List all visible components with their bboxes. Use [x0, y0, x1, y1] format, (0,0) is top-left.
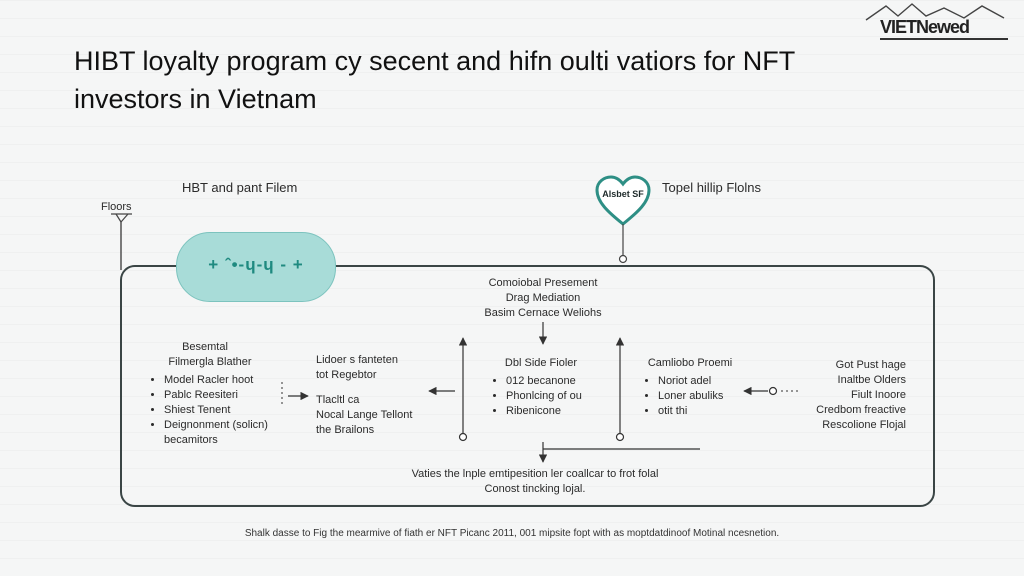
dotted-connector-left — [281, 382, 309, 406]
bottom-center-line: Conost tincking lojal. — [484, 483, 586, 495]
list-item: Loner abuliks — [658, 389, 750, 404]
logo-text: VIETNewed — [880, 17, 970, 37]
right-col-line: Inaltbe Olders — [837, 374, 906, 386]
bottom-center-line: Vaties the lnple emtipesition ler coallc… — [411, 468, 659, 480]
top-center-block: Comoiobal Presement Drag Mediation Basim… — [446, 276, 640, 321]
mid-left-block: Lidoer s fanteten tot Regebtor Tlacltl c… — [316, 353, 436, 438]
right-col-line: Credbom freactive — [816, 404, 906, 416]
right-mid-heading: Camliobo Proemi — [647, 357, 733, 369]
right-col-block: Got Pust hage Inaltbe Olders Fiult Inoor… — [796, 358, 906, 433]
right-connector — [743, 386, 798, 396]
page-title: HIBT loyalty program cy secent and hifn … — [74, 46, 795, 114]
list-item: Noriot adel — [658, 374, 750, 389]
right-col-line: Rescolione Flojal — [822, 419, 906, 431]
left-col-heading: Filmergla Blather — [168, 356, 252, 368]
right-section-header: Topel hillip Flolns — [662, 180, 761, 195]
main-frame — [120, 265, 935, 507]
mountain-logo-icon — [865, 3, 1005, 21]
list-item: Pablc Reesiteri — [164, 388, 280, 403]
mid-left-line: Tlacltl ca — [316, 394, 360, 406]
shield-badge-icon — [595, 175, 651, 264]
left-col-block: Besemtal Filmergla Blather Model Racler … — [150, 340, 280, 448]
right-col-line: Fiult Inoore — [850, 389, 906, 401]
data-wave-icon: + ˆ•-ɥ-ɥ - + — [208, 255, 304, 274]
left-col-tail: becamitors — [164, 434, 218, 446]
center-block: Dbl Side Fioler 012 becanone Phonlcing o… — [486, 356, 606, 419]
list-item: Shiest Tenent — [164, 403, 280, 418]
mid-left-line: Lidoer s fanteten — [316, 354, 398, 366]
site-logo: VIETNewed — [864, 2, 1014, 46]
left-section-header: HBT and pant Filem — [182, 180, 298, 195]
list-item: Ribenicone — [506, 404, 606, 419]
footer-caption: Shalk dasse to Fig the mearmive of fiath… — [244, 528, 780, 539]
right-mid-block: Camliobo Proemi Noriot adel Loner abulik… — [640, 356, 750, 419]
list-item: 012 becanone — [506, 374, 606, 389]
logo-underline — [880, 38, 1008, 40]
top-center-line: Drag Mediation — [505, 292, 581, 304]
top-center-line: Basim Cernace Weliohs — [484, 307, 602, 319]
left-col-heading: Besemtal — [182, 341, 228, 353]
mid-left-line: tot Regebtor — [316, 369, 377, 381]
bottom-center-block: Vaties the lnple emtipesition ler coallc… — [380, 467, 690, 497]
right-col-line: Got Pust hage — [835, 359, 906, 371]
badge-label: Alsbet SF — [602, 189, 644, 199]
list-item: Deignonment (solicn) — [164, 418, 280, 433]
mid-left-line: the Brailons — [316, 424, 375, 436]
list-item: Model Racler hoot — [164, 373, 280, 388]
list-item: otit thi — [658, 404, 750, 419]
top-center-line: Comoiobal Presement — [488, 277, 598, 289]
list-item: Phonlcing of ou — [506, 389, 606, 404]
mid-left-line: Nocal Lange Tellont — [316, 409, 413, 421]
floors-marker — [111, 213, 132, 270]
floors-label: Floors — [101, 201, 132, 213]
data-pill: + ˆ•-ɥ-ɥ - + — [176, 232, 336, 302]
center-heading: Dbl Side Fioler — [504, 357, 578, 369]
